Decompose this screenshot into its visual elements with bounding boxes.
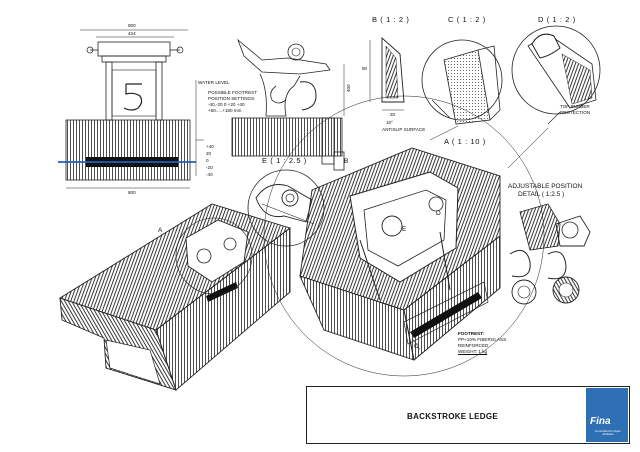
main-isometric-block (58, 203, 291, 391)
footrest-note-3: -40,-20 0 +20 +40 (208, 102, 245, 107)
dim-height: 400 (346, 84, 351, 92)
water-level-label: WATER LEVEL (198, 80, 230, 85)
callout-c: C (414, 343, 419, 350)
adjustable-detail (509, 203, 591, 305)
detail-c-title: C ( 1 : 2 ) (448, 15, 486, 24)
b-dim-20: 20 (390, 112, 396, 117)
fina-logo-tagline: Committed to Open Athletics (594, 429, 621, 437)
drawing-title: BACKSTROKE LEDGE (407, 412, 499, 421)
detail-c (421, 39, 503, 125)
scale-mark: 0 (206, 158, 209, 163)
top-rubber-note-2: PROTECTION (560, 110, 591, 115)
detail-a-title: A ( 1 : 10 ) (444, 137, 486, 146)
antislip-note: ANTISLIP SURFACE (382, 127, 426, 132)
side-view (231, 38, 345, 171)
adjustable-note-1: ADJUSTABLE POSITION (508, 183, 583, 190)
fina-logo-word: Fina (590, 416, 611, 427)
title-block: BACKSTROKE LEDGE (306, 386, 630, 444)
dim-top-outer: 800 (128, 23, 136, 28)
front-view (58, 29, 204, 189)
callout-e: E (402, 226, 407, 233)
footrest-spec-2: PP+10% FIBERGLASS (458, 337, 507, 342)
callout-d: D (436, 210, 441, 217)
adjustable-note-2: DETAIL ( 1:2.5 ) (518, 191, 565, 198)
scale-mark: 20 (206, 151, 212, 156)
scale-mark: -40 (206, 172, 213, 177)
scale-mark: -20 (206, 165, 213, 170)
detail-b (369, 36, 405, 111)
footrest-spec-3: REINFORCED (458, 343, 489, 348)
detail-d (511, 25, 601, 125)
footrest-note-4: +60.....+180 mm (208, 108, 242, 113)
scale-mark: +40 (206, 144, 214, 149)
dim-bottom: 800 (128, 190, 136, 195)
detail-d-title: D ( 1 : 2 ) (538, 15, 576, 24)
b-dim-80: 80 (362, 66, 368, 71)
callout-a: A (158, 227, 163, 234)
fina-logo (586, 388, 628, 442)
b-dim-10: 10° (386, 120, 393, 125)
footrest-note-2: POSITION SETTINGS: (208, 96, 256, 101)
detail-a (263, 95, 545, 377)
footrest-spec-1: FOOTREST: (458, 331, 485, 336)
top-rubber-note-1: TOP RUBBER (560, 104, 590, 109)
footrest-spec-4: WEIGHT: 1 kg (458, 349, 488, 354)
detail-b-title: B ( 1 : 2 ) (372, 15, 410, 24)
leader-lines (411, 125, 549, 351)
detail-e-title: E ( 1 : 2.5 ) (262, 156, 307, 165)
footrest-note-1: POSSIBLE FOOTREST (208, 90, 258, 95)
dim-top-inner: 424 (128, 31, 136, 36)
callout-b: B (344, 158, 349, 165)
